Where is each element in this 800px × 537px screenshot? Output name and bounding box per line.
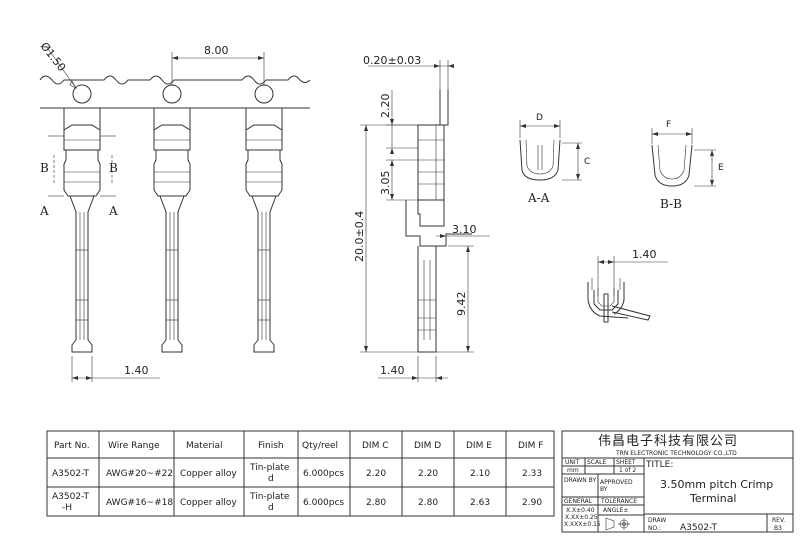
cell-dim-d: 2.80 (418, 498, 438, 508)
pilot-hole-3 (254, 84, 274, 104)
section-bb-label: B-B (660, 197, 682, 211)
approved-label: APPROVED (600, 479, 633, 486)
unit-label: UNIT (565, 459, 580, 466)
carrier-strip (39, 45, 311, 109)
spec-table-header: Part No. Wire Range Material Finish Qty/… (54, 441, 543, 451)
cell-wire: AWG#16~#18 (106, 498, 173, 508)
cell-qty: 6.000pcs (303, 469, 344, 479)
cell-material: Copper alloy (180, 498, 237, 508)
total-length-label: 20.0±0.4 (353, 211, 366, 262)
col-dim-c: DIM C (362, 441, 389, 451)
cell-dim-c: 2.80 (366, 498, 386, 508)
section-a-right: A (108, 204, 118, 218)
angle-label: ANGLE± (603, 507, 628, 514)
section-b-left: B (40, 161, 49, 175)
dim-d-label: D (536, 113, 543, 123)
cell-material: Copper alloy (180, 469, 237, 479)
section-a-left: A (39, 204, 49, 218)
col-dim-e: DIM E (466, 441, 492, 451)
section-b-right: B (109, 161, 118, 175)
terminal-front-2 (153, 108, 191, 353)
table-row: A3502-T -H AWG#16~#18 Copper alloy Tin-p… (52, 492, 542, 513)
thickness-label: 0.20±0.03 (363, 54, 421, 67)
sheet-label: SHEET (616, 459, 636, 466)
table-row: A3502-T AWG#20~#22 Copper alloy Tin-plat… (52, 463, 542, 484)
detail-width-label: 1.40 (632, 248, 657, 261)
draw-no-value: A3502-T (680, 523, 717, 533)
title-block (561, 430, 794, 533)
drawn-by-label: DRAWN BY (564, 477, 596, 484)
cell-part-2: -H (62, 503, 72, 513)
col-dim-f: DIM F (518, 441, 543, 451)
dim-305-label: 3.05 (379, 171, 392, 196)
pitch-label: 8.00 (204, 44, 229, 57)
detail-view (587, 256, 668, 323)
scale-label: SCALE (587, 459, 606, 466)
cell-finish: Tin-plate (249, 463, 290, 473)
projection-symbol-icon (605, 517, 630, 531)
cell-part: A3502-T (52, 492, 89, 502)
cell-finish-2: d (268, 474, 274, 484)
tolerance-2: X.XX±0.25 (565, 514, 598, 521)
unit-value: mm (567, 467, 579, 474)
section-bb-view (651, 128, 716, 187)
title-line-2: Terminal (689, 492, 737, 505)
hole-dia-label: Ø1.50 (38, 40, 69, 74)
pilot-hole-2 (162, 84, 182, 104)
cell-part: A3502-T (52, 469, 89, 479)
cell-dim-f: 2.90 (522, 498, 542, 508)
dim-e-label: E (718, 163, 724, 173)
col-qty-reel: Qty/reel (302, 441, 338, 451)
title-label: TITLE: (645, 460, 673, 470)
tolerance-1: X.X±0.40 (566, 507, 595, 514)
pilot-hole-1 (72, 84, 92, 104)
general-label: GENERAL (564, 498, 593, 505)
side-width-label: 1.40 (380, 364, 405, 377)
draw-no-label: NO.: (648, 525, 661, 532)
sheet-value: 1 of 2 (619, 467, 636, 474)
cell-wire: AWG#20~#22 (106, 469, 173, 479)
approved-by-label: BY (600, 486, 608, 493)
cell-dim-c: 2.20 (366, 469, 386, 479)
col-dim-d: DIM D (414, 441, 441, 451)
cell-finish: Tin-plate (249, 492, 290, 502)
dim-310-label: 3.10 (452, 223, 477, 236)
section-aa-view (519, 120, 582, 181)
cell-finish-2: d (268, 503, 274, 513)
tolerance-label: TOLERANCE (600, 498, 637, 505)
cell-qty: 6.000pcs (303, 498, 344, 508)
cell-dim-d: 2.20 (418, 469, 438, 479)
rev-value: B3 (774, 525, 782, 532)
col-wire-range: Wire Range (108, 441, 160, 451)
rev-label: REV. (772, 517, 785, 524)
company-name-en: TRN ELECTRONIC TECHNOLOGY CO.,LTD (615, 450, 737, 457)
dim-220-label: 2.20 (379, 94, 392, 119)
col-part-no: Part No. (54, 441, 90, 451)
col-material: Material (186, 441, 223, 451)
front-width-label: 1.40 (124, 364, 149, 377)
dim-942-label: 9.42 (455, 292, 468, 317)
cell-dim-f: 2.33 (522, 469, 542, 479)
title-line-1: 3.50mm pitch Crimp (660, 478, 773, 491)
dim-c-label: C (584, 157, 590, 167)
terminal-front-3 (245, 108, 283, 353)
terminal-side-view (360, 60, 490, 382)
col-finish: Finish (258, 441, 284, 451)
section-aa-label: A-A (527, 191, 550, 205)
company-name-cn: 伟昌电子科技有限公司 (598, 434, 738, 449)
dim-f-label: F (666, 120, 671, 130)
spec-table (46, 430, 555, 517)
draw-label: DRAW (648, 517, 666, 524)
tolerance-3: X.XXX±0.15 (564, 521, 601, 528)
terminal-front-1 (48, 108, 160, 382)
cell-dim-e: 2.63 (470, 498, 490, 508)
cell-dim-e: 2.10 (470, 469, 490, 479)
